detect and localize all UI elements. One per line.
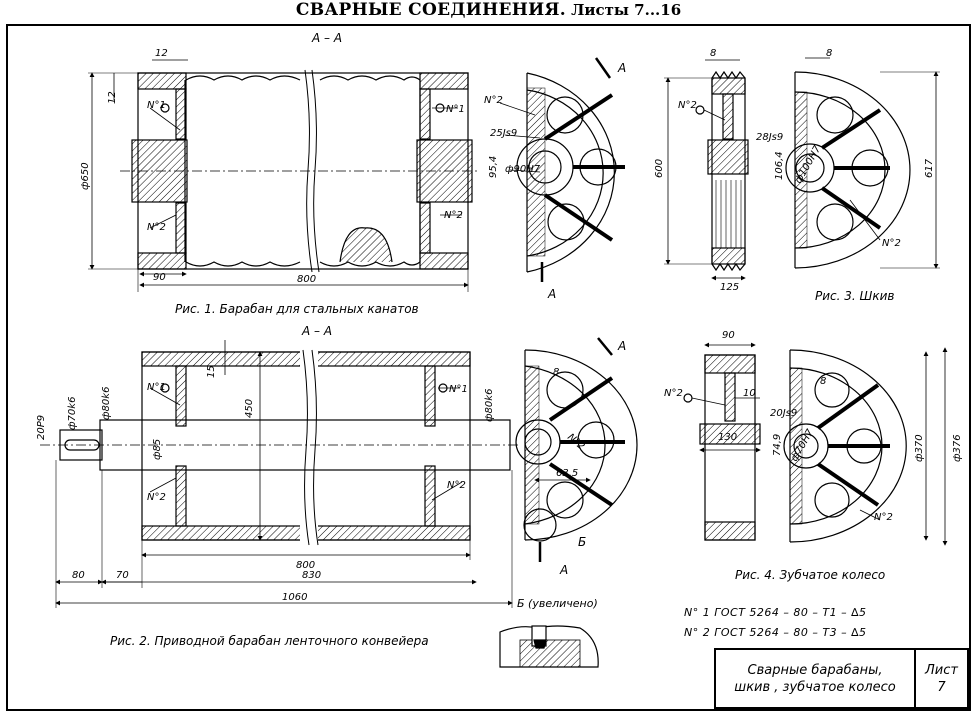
fig4-dim-130: 130 [718,432,737,443]
fig3-dim-600: 600 [654,159,665,178]
sheet-label: Лист [925,662,958,678]
fig4-dim-370: ф370 [914,434,925,462]
fig1-arrow-label-top: A [617,61,626,75]
fig2-dim-80k6-left: ф80k6 [101,387,112,420]
fig3-dim-125: 125 [720,282,739,293]
fig3-pulley-section [664,59,749,281]
fig4-weld-n2-left: N°2 [664,388,683,399]
fig2-drum-section [40,340,520,608]
title-block-sheet: Лист 7 [916,650,967,707]
fig3-key-dim: 28Js9 [756,132,783,143]
fig4-hub-dim: 74,9 [772,434,783,456]
sheet-header: СВАРНЫЕ СОЕДИНЕНИЯ. Листы 7...16 [0,0,977,22]
fig4-weld-n2-right: N°2 [874,512,893,523]
fig1-weld-n1-right: N°1 [446,104,465,115]
fig3-dim-617: 617 [924,158,935,178]
fig4-side-view [783,347,948,546]
fig4-dim-376: ф376 [952,434,963,462]
fig2-key-dim: 20P9 [36,415,47,440]
fig4-dim-90: 90 [722,330,735,341]
fig2-dim-1060: 1060 [282,592,307,603]
fig4-gear-section [683,342,761,541]
fig2-caption: Рис. 2. Приводной барабан ленточного кон… [110,634,429,648]
fig1-dim-12-top: 12 [155,48,168,59]
detail-b-caption: Б (увеличено) [517,597,598,610]
gost-weld-1: N° 1 ГОСТ 5264 – 80 – Т1 – ∆5 [684,606,867,619]
sheet-number: 7 [937,679,946,695]
fig1-drum-section [88,59,480,292]
fig1-weld-n2-right: N°2 [444,210,463,221]
fig1-dim-800: 800 [297,274,316,285]
fig1-dim-650: ф650 [80,162,91,190]
fig4-key-dim: 20Js9 [770,408,797,419]
gost-weld-2: N° 2 ГОСТ 5264 – 80 – Т3 – ∆5 [684,626,867,639]
fig2-dim-830: 830 [302,570,321,581]
fig1-key-dim: 25Js9 [490,128,517,139]
fig3-hub-dim: 106,4 [774,151,785,180]
fig2-side-dim-63: 63,5 [556,468,578,479]
fig4-caption: Рис. 4. Зубчатое колесо [735,568,886,582]
title-block-name: Сварные барабаны, шкив , зубчатое колесо [716,650,916,707]
fig2-weld-n2-right: N°2 [447,480,466,491]
fig2-dim-450: 450 [244,399,255,418]
drawing-frame [6,24,971,711]
fig1-side-view [499,57,625,282]
fig2-dim-70: 70 [116,570,129,581]
fig1-side-weld-n2: N°2 [484,95,503,106]
sheet-subtitle: Листы 7...16 [571,1,682,19]
dimension-labels: А – А 12 12 ф650 90 800 N°1 N°1 N°2 N°2 … [36,31,963,603]
fig2-detail-marker: Б [578,535,586,549]
fig1-weld-n2-left: N°2 [147,222,166,233]
fig2-side-view [515,337,638,562]
fig1-dim-90: 90 [153,272,166,283]
fig3-caption: Рис. 3. Шкив [815,289,895,303]
fig1-dim-12-side: 12 [107,91,118,104]
fig3-dim-8-left: 8 [710,48,716,59]
fig2-dim-70k6: ф70k6 [67,397,78,430]
fig2-dim-80: 80 [72,570,85,581]
fig2-arrow-label-top: A [617,339,626,353]
fig2-arrow-label-bottom: A [559,563,568,577]
fig3-weld-n2-right: N°2 [882,238,901,249]
fig1-arrow-label-bottom: A [547,287,556,301]
fig2-dim-80k6-right: ф80k6 [484,389,495,422]
fig2-side-dim-8: 8 [553,367,559,378]
title-block-line2: шкив , зубчатое колесо [734,679,896,695]
fig2-weld-n1-right: N°1 [449,384,468,395]
title-block-line1: Сварные барабаны, [747,662,883,678]
sheet-title: СВАРНЫЕ СОЕДИНЕНИЯ. [295,0,566,20]
fig1-section-label: А – А [311,31,342,45]
fig2-dim-15: 15 [206,365,217,378]
fig4-dim-8: 8 [820,376,826,387]
fig3-weld-n2-left: N°2 [678,100,697,111]
fig2-dim-800: 800 [296,560,315,571]
fig2-section-label: А – А [301,324,332,338]
fig1-bore-dim: ф90H7 [505,164,541,175]
title-block: Сварные барабаны, шкив , зубчатое колесо… [714,648,969,709]
fig2-weld-n1-left: N°1 [147,382,166,393]
fig1-hub-dim: 95,4 [488,156,499,178]
fig1-caption: Рис. 1. Барабан для стальных канатов [175,302,419,316]
fig4-dim-10: 10 [743,388,756,399]
fig2-dim-85: ф85 [152,439,163,460]
fig2-side-weld-n2: N°2 [565,432,587,453]
detail-b-weld [499,625,599,668]
fig2-weld-n2-left: N°2 [147,492,166,503]
fig3-side-view [785,57,940,269]
fig3-dim-8-right: 8 [826,48,832,59]
fig1-weld-n1-left: N°1 [147,100,166,111]
